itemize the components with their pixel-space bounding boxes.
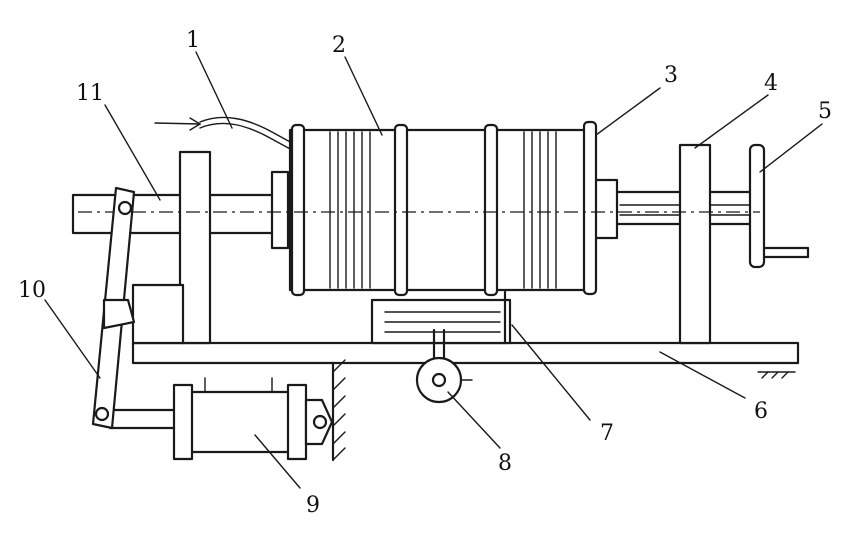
wheel <box>415 328 473 404</box>
label-part-3: 3 <box>664 63 678 88</box>
label-part-4: 4 <box>764 71 778 96</box>
label-part-7: 7 <box>600 421 614 446</box>
leader-lines <box>44 51 823 489</box>
wall-support <box>331 359 346 462</box>
right-support-stand <box>678 143 712 345</box>
incoming-strip <box>154 116 293 151</box>
label-part-5: 5 <box>818 99 832 124</box>
label-part-8: 8 <box>498 451 512 476</box>
label-part-6: 6 <box>754 399 768 424</box>
hydraulic-cylinder <box>108 377 334 461</box>
label-part-9: 9 <box>306 493 320 518</box>
part-labels: 1 2 3 4 5 6 7 8 9 10 11 <box>18 28 832 518</box>
lever <box>91 186 136 430</box>
pressing-device <box>370 290 512 345</box>
winding-drum <box>78 120 760 297</box>
label-part-10: 10 <box>18 278 46 303</box>
handwheel <box>748 143 810 269</box>
label-part-11: 11 <box>76 81 104 106</box>
left-support-stand <box>131 150 212 345</box>
label-part-2: 2 <box>332 33 346 58</box>
label-part-1: 1 <box>186 28 200 53</box>
